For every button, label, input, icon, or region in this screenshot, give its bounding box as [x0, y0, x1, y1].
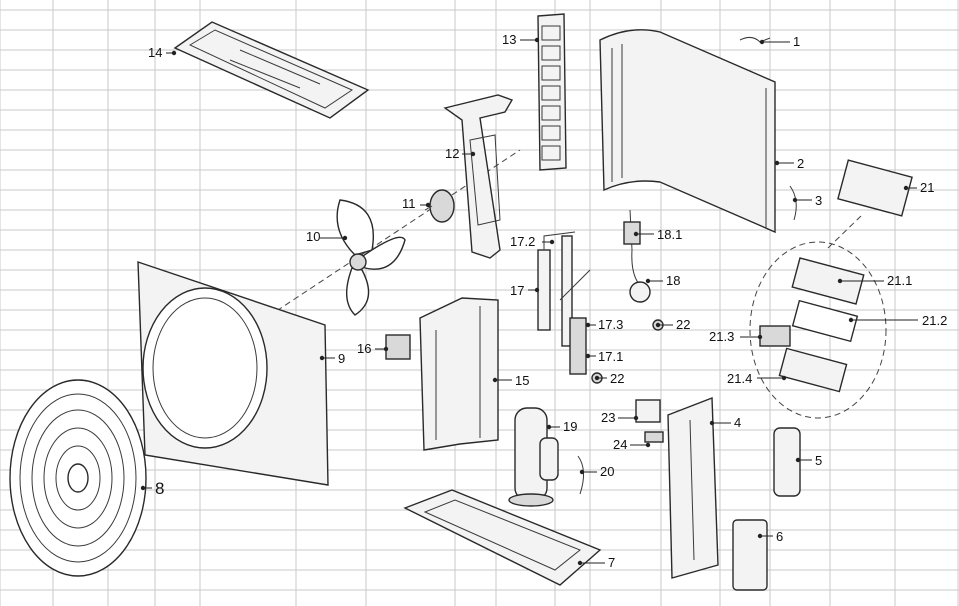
- callout-19: 19: [563, 419, 578, 434]
- part-electric-box-cover: [837, 159, 913, 217]
- callout-21: 21: [920, 180, 935, 195]
- control-box-link: [827, 214, 863, 249]
- part-handle-cover: [732, 519, 768, 591]
- callout-6: 6: [776, 529, 784, 544]
- callout-21-3: 21.3: [709, 329, 735, 344]
- callout-leader-dot: [171, 50, 177, 56]
- callout-leader-dot: [757, 334, 763, 340]
- callout-16: 16: [357, 341, 372, 356]
- callout-10: 10: [306, 229, 321, 244]
- callout-15: 15: [515, 373, 530, 388]
- callout-13: 13: [502, 32, 517, 47]
- part-rear-grille-strip: [537, 13, 567, 171]
- callout-21-4: 21.4: [727, 371, 753, 386]
- callout-8: 8: [155, 479, 165, 498]
- callout-20: 20: [600, 464, 615, 479]
- part-partition-plate: [419, 297, 499, 451]
- callout-leaders: [140, 37, 918, 566]
- callout-17-1: 17.1: [598, 349, 624, 364]
- part-right-side-panel: [667, 396, 719, 579]
- part-suction-pipe: [577, 455, 584, 495]
- callout-3: 3: [815, 193, 823, 208]
- callout-11: 11: [402, 196, 416, 211]
- callout-24: 24: [613, 437, 628, 452]
- callout-22-upper: 22: [676, 317, 691, 332]
- callout-leader-dot: [492, 377, 498, 383]
- callout-leader-dot: [534, 287, 540, 293]
- part-motor-bracket: [443, 94, 514, 259]
- part-front-panel: [137, 261, 329, 486]
- callout-leader-dot: [633, 231, 639, 237]
- part-electric-box-base: [778, 347, 848, 393]
- control-box-group-outline: [749, 241, 887, 419]
- callout-17-2: 17.2: [510, 234, 536, 249]
- part-terminal-block: [644, 431, 664, 443]
- callout-leader-dot: [792, 197, 798, 203]
- part-four-way-valve-assembly: [537, 231, 591, 375]
- part-pcb-holder: [759, 325, 791, 347]
- part-capacitor: [385, 334, 411, 360]
- callout-17-3: 17.3: [598, 317, 624, 332]
- part-compressor: [508, 407, 559, 507]
- callout-leader-dot: [795, 457, 801, 463]
- callout-18-1: 18.1: [657, 227, 683, 242]
- callout-1: 1: [793, 34, 801, 49]
- part-axial-fan: [336, 199, 406, 316]
- callout-4: 4: [734, 415, 742, 430]
- callout-14: 14: [148, 45, 163, 60]
- callout-leader-dot: [645, 442, 651, 448]
- callout-21-2: 21.2: [922, 313, 948, 328]
- part-pcb-cover: [791, 257, 865, 305]
- part-fan-motor: [424, 189, 455, 223]
- callout-12: 12: [445, 146, 460, 161]
- callout-leader-dot: [709, 420, 715, 426]
- callout-leader-dot: [837, 278, 843, 284]
- callout-leader-dot: [903, 185, 909, 191]
- callout-leader-dot: [470, 151, 476, 157]
- callout-leader-dot: [645, 278, 651, 284]
- callout-leader-dot: [319, 355, 325, 361]
- callout-leader-dot: [759, 39, 765, 45]
- part-valve-cover: [773, 427, 801, 497]
- callout-leader-dot: [140, 485, 146, 491]
- callout-18: 18: [666, 273, 681, 288]
- callout-leader-dot: [633, 415, 639, 421]
- callout-leader-dot: [579, 469, 585, 475]
- callout-leader-dot: [774, 160, 780, 166]
- part-fan-guard: [9, 379, 147, 577]
- callout-leader-dot: [577, 560, 583, 566]
- callout-17: 17: [510, 283, 525, 298]
- callout-5: 5: [815, 453, 823, 468]
- callout-21-1: 21.1: [887, 273, 913, 288]
- callout-leader-dot: [585, 322, 591, 328]
- part-top-cover: [173, 21, 370, 119]
- callout-7: 7: [608, 555, 616, 570]
- callout-leader-dot: [342, 235, 348, 241]
- part-condenser-coil: [599, 29, 776, 234]
- callout-leader-dot: [546, 424, 552, 430]
- callout-leader-dot: [585, 353, 591, 359]
- part-reversing-coil: [623, 209, 651, 303]
- callout-leader-dot: [757, 533, 763, 539]
- callout-leader-dot: [781, 375, 787, 381]
- callout-2: 2: [797, 156, 805, 171]
- callout-leader-dot: [534, 37, 540, 43]
- callout-leader-dot: [425, 202, 431, 208]
- part-base-pan: [403, 489, 602, 586]
- callout-leader-dot: [655, 322, 661, 328]
- part-pipe: [789, 185, 797, 221]
- callout-leader-dot: [848, 317, 854, 323]
- part-mounting-bracket: [635, 399, 661, 423]
- callout-23: 23: [601, 410, 616, 425]
- callout-22-lower: 22: [610, 371, 625, 386]
- callout-leader-dot: [594, 375, 600, 381]
- callout-leader-dot: [383, 346, 389, 352]
- callout-leader-dot: [549, 239, 555, 245]
- callout-9: 9: [338, 351, 346, 366]
- part-main-pcb: [791, 299, 859, 343]
